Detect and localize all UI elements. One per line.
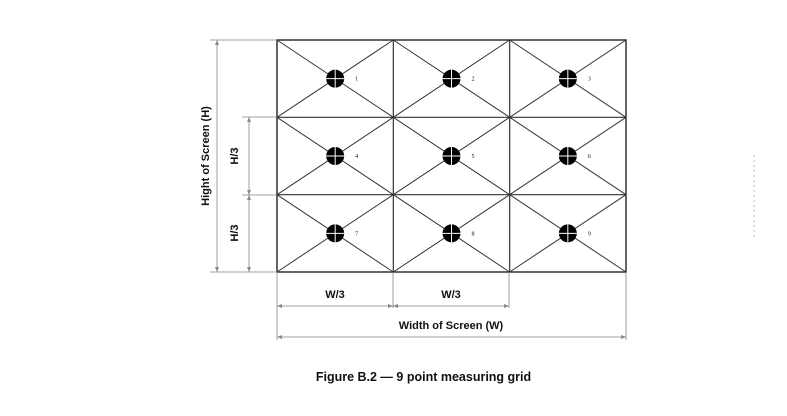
point-number: 9 xyxy=(588,231,591,237)
point-number: 6 xyxy=(588,154,591,160)
screen-frame xyxy=(276,39,627,273)
measuring-point: 6 xyxy=(558,147,591,165)
width-total-label: Width of Screen (W) xyxy=(399,320,504,332)
width-dimensions xyxy=(276,272,627,340)
height-arrowheads xyxy=(215,40,251,272)
measuring-point: 2 xyxy=(442,69,475,88)
point-number: 1 xyxy=(355,77,358,83)
measuring-point: 1 xyxy=(326,69,358,88)
point-number: 2 xyxy=(472,77,475,83)
figure-caption: Figure B.2 — 9 point measuring grid xyxy=(315,370,532,384)
height-third-upper-label: H/3 xyxy=(229,147,241,164)
measuring-point: 3 xyxy=(558,69,591,88)
grid-lines xyxy=(277,40,626,272)
measuring-point: 4 xyxy=(326,147,358,165)
point-number: 3 xyxy=(588,77,591,83)
width-arrowheads xyxy=(277,304,626,339)
measuring-point: 7 xyxy=(326,224,358,243)
width-third-left-label: W/3 xyxy=(325,289,345,301)
point-number: 7 xyxy=(355,231,358,237)
point-number: 4 xyxy=(355,154,358,160)
height-dimensions xyxy=(210,39,277,273)
point-number: 8 xyxy=(472,231,475,237)
measuring-point: 9 xyxy=(558,224,591,243)
height-total-label: Hight of Screen (H) xyxy=(200,106,212,206)
width-third-middle-label: W/3 xyxy=(441,289,461,301)
measuring-points: 1 2 3 4 5 6 7 8 9 xyxy=(326,69,591,243)
point-number: 5 xyxy=(472,154,475,160)
measuring-point: 5 xyxy=(442,147,475,165)
height-third-lower-label: H/3 xyxy=(229,224,241,241)
measuring-point: 8 xyxy=(442,224,475,243)
